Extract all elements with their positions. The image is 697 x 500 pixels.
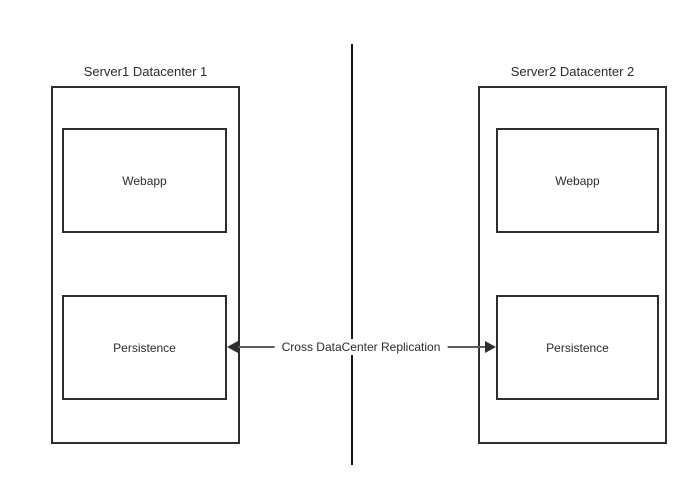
server1-title: Server1 Datacenter 1 <box>83 64 208 79</box>
server1-webapp-box: Webapp <box>62 128 227 233</box>
server2-title: Server2 Datacenter 2 <box>510 64 635 79</box>
server2-persistence-box: Persistence <box>496 295 659 400</box>
server2-persistence-label: Persistence <box>546 340 609 355</box>
server2-webapp-box: Webapp <box>496 128 659 233</box>
server1-persistence-label: Persistence <box>113 340 176 355</box>
server1-group: Server1 Datacenter 1 Webapp Persistence <box>51 64 240 444</box>
server1-container-box: Webapp Persistence <box>51 86 240 444</box>
replication-label: Cross DataCenter Replication <box>274 339 448 355</box>
replication-arrowhead-right-icon <box>485 341 496 353</box>
replication-arrowhead-left-icon <box>227 341 238 353</box>
server2-container-box: Webapp Persistence <box>478 86 667 444</box>
server1-webapp-label: Webapp <box>122 173 167 188</box>
server2-group: Server2 Datacenter 2 Webapp Persistence <box>478 64 667 444</box>
server2-webapp-label: Webapp <box>555 173 600 188</box>
datacenter-divider-line <box>351 44 353 465</box>
server1-persistence-box: Persistence <box>62 295 227 400</box>
